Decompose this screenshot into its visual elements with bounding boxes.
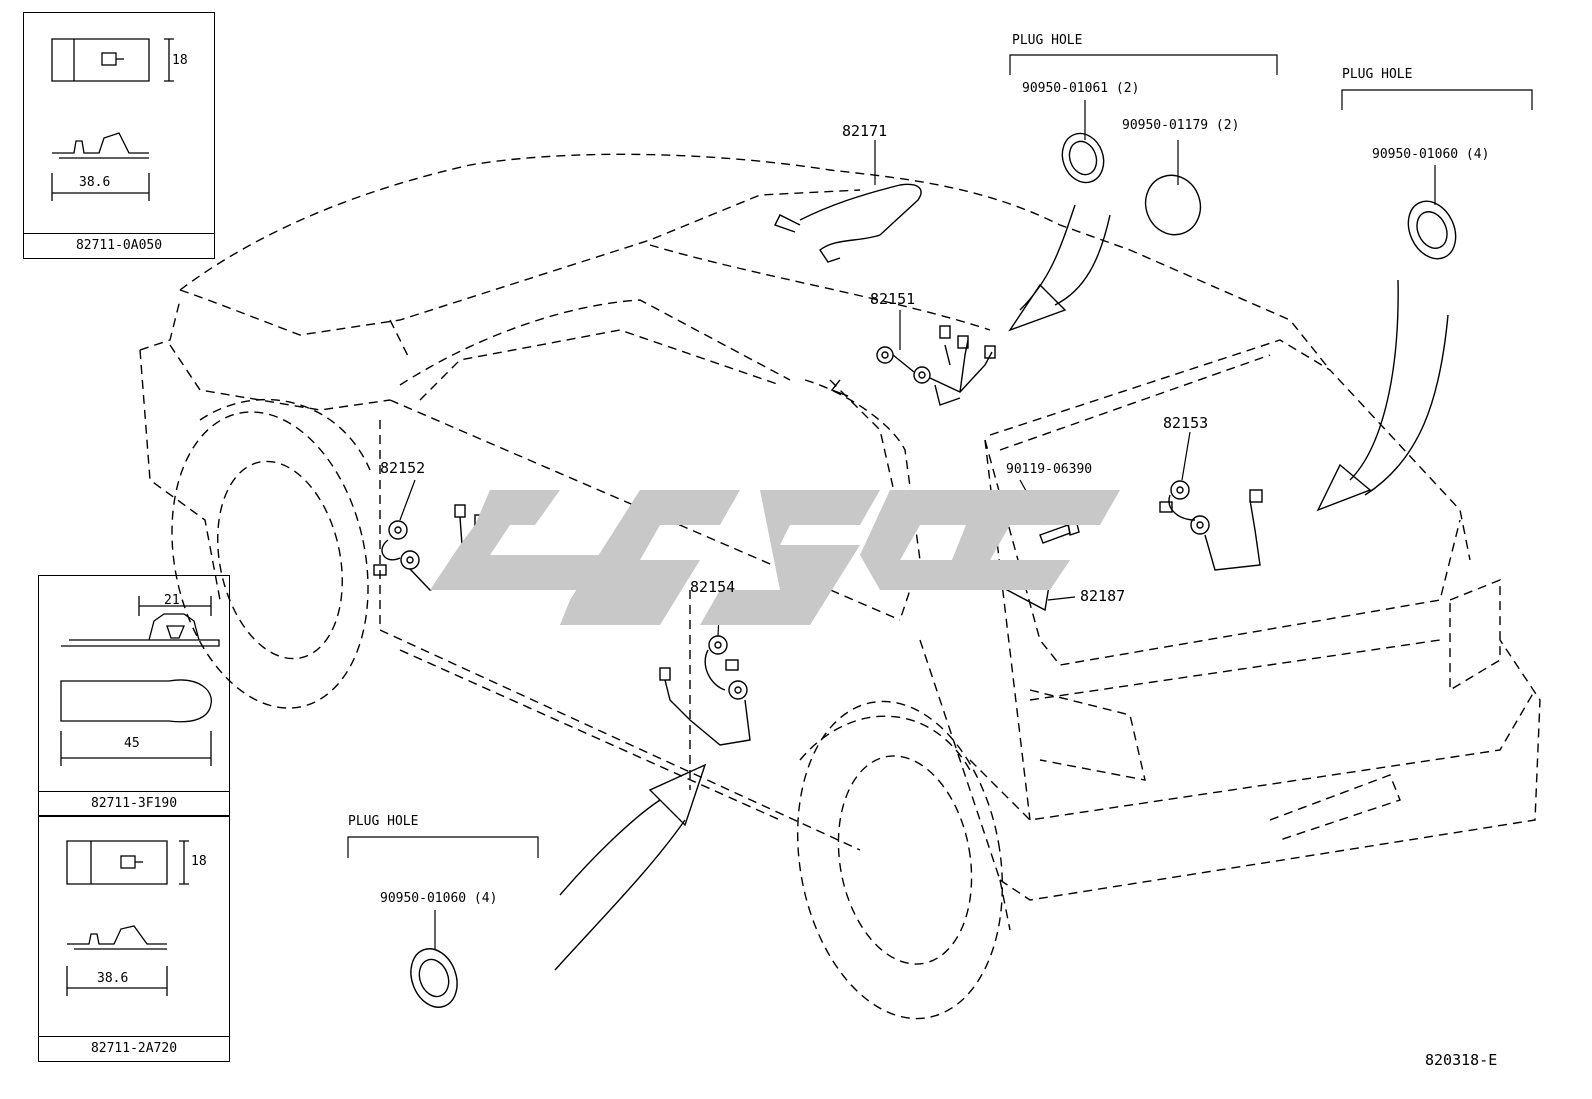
plug-hole-item-90950-01061: 90950-01061 (2) [1022, 81, 1140, 96]
clip-dim-width: 45 [124, 736, 140, 751]
watermark-logo [430, 490, 1120, 625]
plug-hole-title-top-right: PLUG HOLE [1342, 67, 1413, 82]
plug-hole-item-90950-01060-right: 90950-01060 (4) [1372, 147, 1490, 162]
part-label-82154: 82154 [690, 578, 736, 596]
plug-hole-item-90950-01060-left: 90950-01060 (4) [380, 891, 498, 906]
inset-footer: 82711-3F190 [39, 791, 229, 816]
plug-hole-item-90950-01179: 90950-01179 (2) [1122, 118, 1240, 133]
inset-footer: 82711-0A050 [24, 233, 214, 258]
clip-dim-height: 18 [172, 53, 188, 68]
clip-drawing [66, 840, 189, 996]
part-label-82187: 82187 [1080, 587, 1126, 605]
clip-part-number: 82711-3F190 [90, 796, 178, 811]
clip-drawing [60, 596, 220, 766]
clip-drawing [51, 38, 174, 201]
part-label-82153: 82153 [1163, 414, 1209, 432]
vehicle-outline [139, 153, 1541, 1020]
plug-grommets [410, 132, 1457, 1008]
part-label-82152: 82152 [380, 459, 426, 477]
diagram-reference-code: 820318-E [1425, 1051, 1498, 1069]
plug-hole-brackets [347, 54, 1533, 858]
plug-hole-title-bottom-left: PLUG HOLE [348, 814, 419, 829]
clip-part-number: 82711-2A720 [90, 1041, 178, 1056]
clip-dim-top: 21 [164, 593, 180, 608]
part-label-bolt: 90119-06390 [1006, 462, 1093, 477]
clip-dim-height: 18 [191, 854, 207, 869]
part-label-82151: 82151 [870, 290, 916, 308]
wiring-harnesses [373, 183, 1263, 746]
clip-dim-width: 38.6 [79, 175, 111, 190]
inset-footer: 82711-2A720 [39, 1036, 229, 1061]
clip-part-number: 82711-0A050 [75, 238, 163, 253]
clip-inset-82711-3F190: 21 45 82711-3F190 [38, 575, 230, 817]
clip-inset-82711-0A050: 18 38.6 82711-0A050 [23, 12, 215, 259]
direction-arrows [554, 204, 1449, 971]
part-label-82171: 82171 [842, 122, 888, 140]
clip-inset-82711-2A720: 18 38.6 82711-2A720 [38, 815, 230, 1062]
plug-hole-title-top-center: PLUG HOLE [1012, 33, 1083, 48]
clip-dim-width: 38.6 [97, 971, 129, 986]
